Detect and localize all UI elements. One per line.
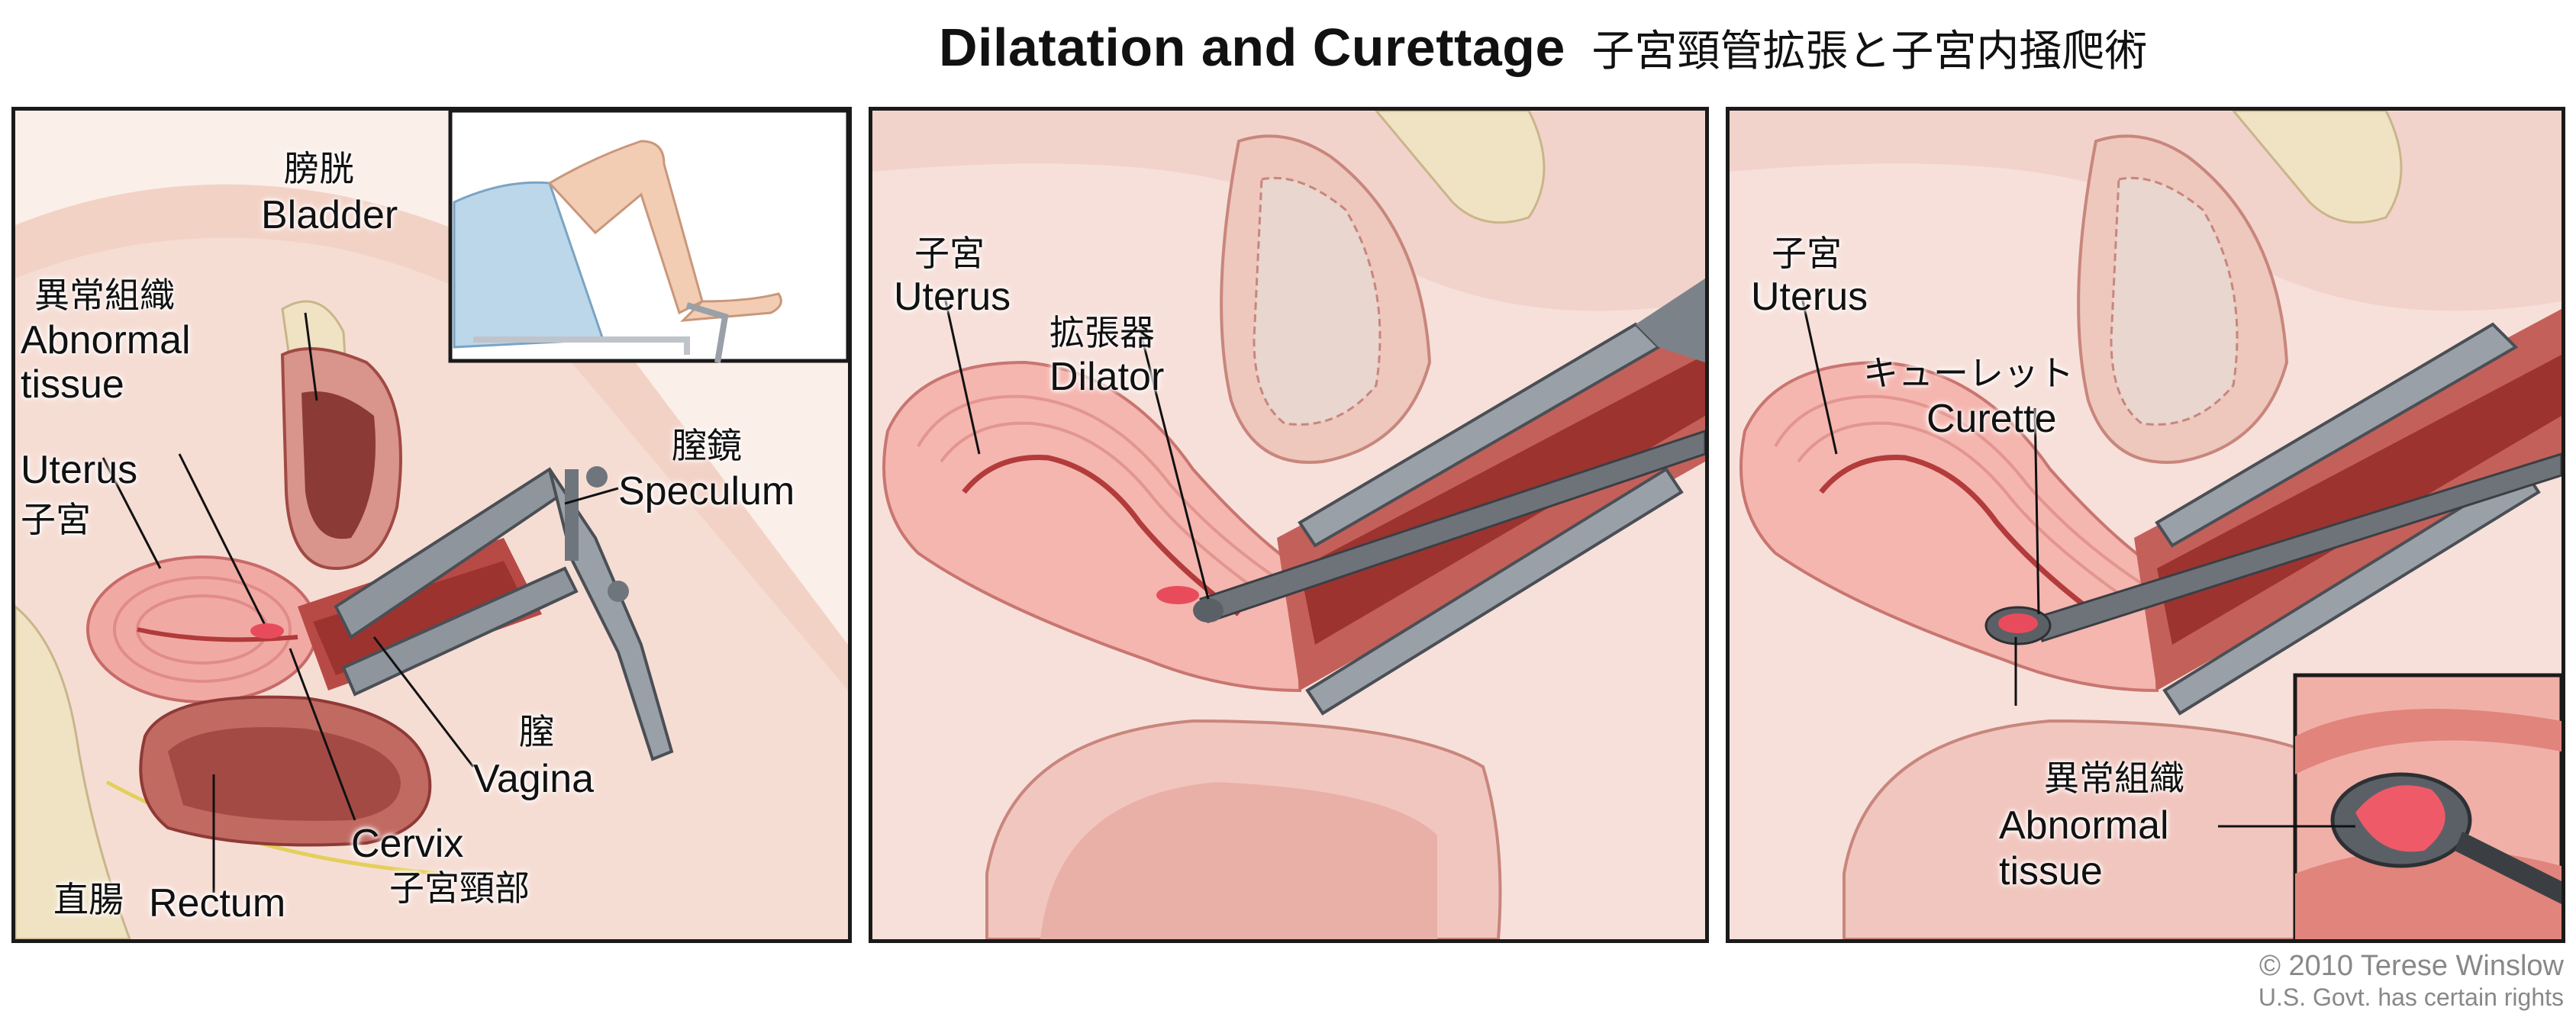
abnormal-tissue-label-3: Abnormal xyxy=(1999,803,2169,848)
bladder-label-jp: 膀胱 xyxy=(284,148,354,189)
rights-line: U.S. Govt. has certain rights xyxy=(2258,983,2564,1011)
rectum-label-jp: 直腸 xyxy=(53,879,124,920)
rectum-label: Rectum xyxy=(149,881,286,925)
title-japanese: 子宮頸管拡張と子宮内掻爬術 xyxy=(1591,27,2148,76)
figure-title: Dilatation and Curettage 子宮頸管拡張と子宮内掻爬術 xyxy=(939,17,2389,79)
uterus-label-jp-3: 子宮 xyxy=(1772,233,1842,274)
uterus-label-3: Uterus xyxy=(1751,275,1868,319)
abnormal-tissue-label-line2: tissue xyxy=(21,362,124,407)
copyright-line: © 2010 Terese Winslow xyxy=(2258,950,2564,982)
cervix-label: Cervix xyxy=(351,822,464,866)
uterus-label: Uterus xyxy=(21,448,138,492)
abnormal-tissue-label: Abnormal xyxy=(21,318,191,362)
cervix-label-jp: 子宮頸部 xyxy=(389,867,530,909)
speculum-label: Speculum xyxy=(618,469,795,513)
curette-illustration xyxy=(1730,111,2561,939)
uterus-label-2: Uterus xyxy=(894,275,1011,319)
vagina-label-jp: 膣 xyxy=(519,711,554,752)
curette-label-jp: キューレット xyxy=(1863,352,2074,394)
title-english: Dilatation and Curettage xyxy=(939,18,1565,77)
vagina-label: Vagina xyxy=(473,757,595,801)
panel-dilator: 子宮 Uterus 拡張器 Dilator xyxy=(869,107,1709,943)
copyright-credit: © 2010 Terese Winslow U.S. Govt. has cer… xyxy=(2258,949,2564,1012)
dilator-illustration xyxy=(872,111,1705,939)
panel-curette: 子宮 Uterus キューレット Curette 異常組織 Abnormal t… xyxy=(1726,107,2565,943)
bladder-label: Bladder xyxy=(261,193,398,237)
speculum-label-jp: 膣鏡 xyxy=(672,425,742,466)
curette-label: Curette xyxy=(1926,397,2057,441)
uterus-label-jp: 子宮 xyxy=(21,499,91,540)
uterus-label-jp-2: 子宮 xyxy=(914,233,985,274)
panel-overview: 膀胱 Bladder 異常組織 Abnormal tissue Uterus 子… xyxy=(11,107,852,943)
dilator-label: Dilator xyxy=(1049,355,1165,399)
abnormal-tissue-label-3-line2: tissue xyxy=(1999,849,2103,893)
dilator-label-jp: 拡張器 xyxy=(1049,312,1155,353)
overview-illustration xyxy=(15,111,848,939)
abnormal-tissue-label-jp: 異常組織 xyxy=(34,275,175,316)
abnormal-tissue-label-jp-3: 異常組織 xyxy=(2044,758,2184,799)
